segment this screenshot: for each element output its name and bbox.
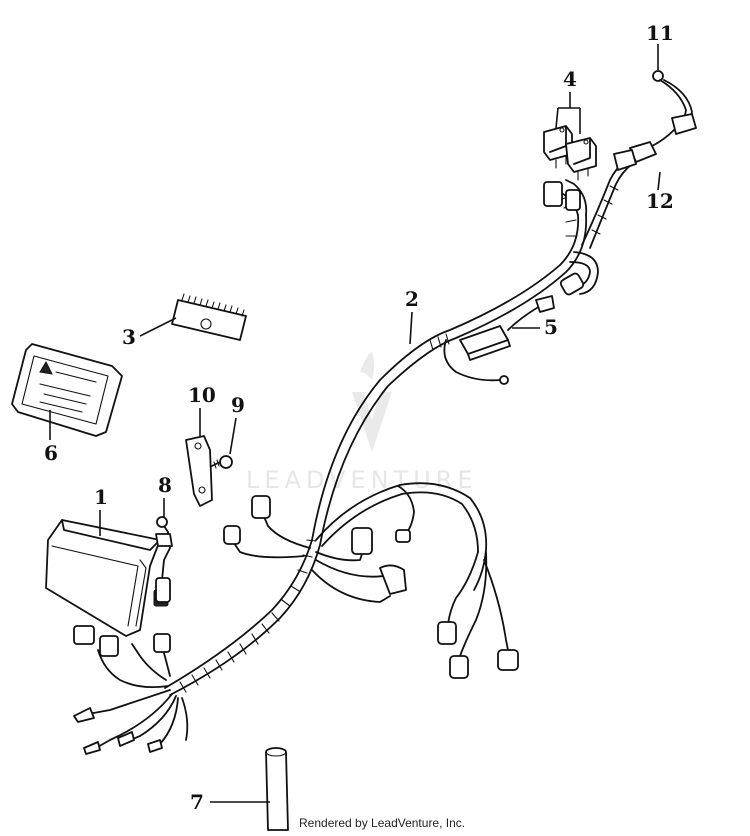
relay-connector [459,295,555,361]
callout-6: 6 [44,441,58,465]
callout-4: 4 [563,67,577,91]
inline-connector [613,113,697,171]
protective-sleeve [265,747,289,831]
watermark-text: LEADVENTURE [246,466,478,494]
ground-lead [652,70,693,121]
callout-9: 9 [231,393,245,417]
callout-8: 8 [158,473,172,497]
callout-1: 1 [94,485,108,509]
callout-5: 5 [544,315,558,339]
voltage-regulator [171,293,247,341]
sensor-connector [155,516,173,603]
callout-3: 3 [122,325,136,349]
center-connector-a [351,527,373,555]
leadventure-watermark: LEADVENTURE [246,352,478,494]
callout-2: 2 [405,287,419,311]
callouts: 1 2 3 4 5 6 7 8 9 10 11 12 [44,21,674,814]
leader-lines [49,44,661,803]
callout-7: 7 [190,790,204,814]
lower-connector-a [437,621,457,645]
callout-10: 10 [188,383,216,407]
control-module [45,519,171,657]
warning-decal [11,343,123,437]
main-wiring-harness [73,159,633,755]
screw [211,455,233,469]
mounting-bracket [185,435,213,507]
callout-12: 12 [646,189,674,213]
relay-harness-connector [543,181,563,207]
rendered-by-footer: Rendered by LeadVenture, Inc. [299,816,466,830]
relays [543,125,597,181]
callout-11: 11 [646,21,674,45]
